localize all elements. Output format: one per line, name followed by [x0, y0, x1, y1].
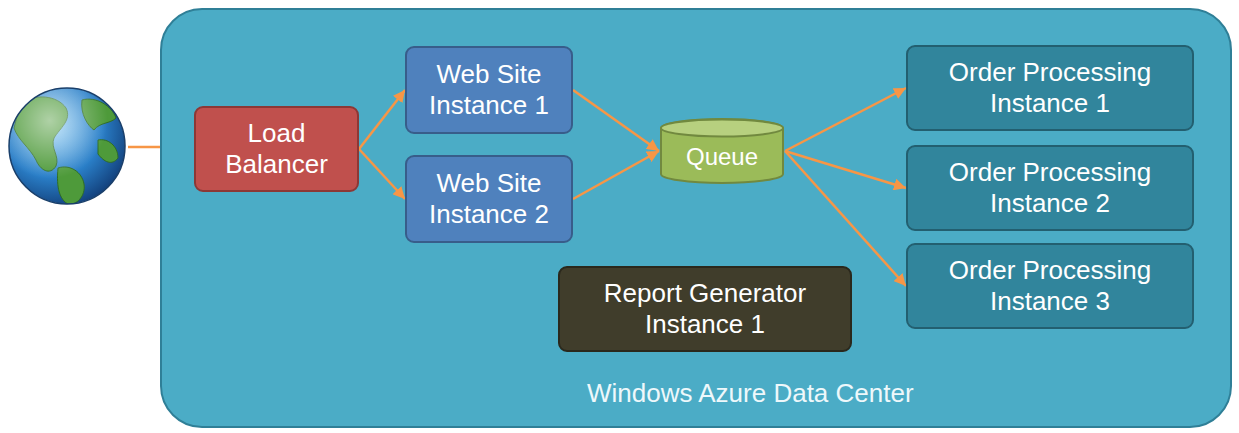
web-site-box: Web Site Instance 2 [405, 155, 573, 243]
order-processing-box: Order Processing Instance 3 [906, 243, 1194, 329]
order-processing-box: Order Processing Instance 1 [906, 45, 1194, 131]
order-processing-box: Order Processing Instance 2 [906, 145, 1194, 231]
web-site-box: Web Site Instance 1 [405, 46, 573, 134]
node-label: Web Site Instance 1 [417, 59, 561, 120]
region-label: Windows Azure Data Center [587, 378, 914, 409]
node-label: Queue [686, 143, 758, 171]
queue-cylinder: Queue [659, 118, 785, 184]
node-label: Load Balancer [206, 118, 347, 179]
report-generator-box: Report Generator Instance 1 [558, 266, 852, 352]
node-label: Order Processing Instance 1 [918, 57, 1182, 118]
load-balancer-box: Load Balancer [194, 106, 359, 192]
arrow-connector [573, 151, 659, 199]
arrow-connector [785, 88, 906, 151]
node-label: Web Site Instance 2 [417, 168, 561, 229]
node-label: Order Processing Instance 2 [918, 157, 1182, 218]
data-center-region: Windows Azure Data CenterLoad BalancerWe… [160, 8, 1232, 428]
arrow-connector [573, 90, 659, 151]
arrow-connector [359, 149, 405, 199]
node-label: Report Generator Instance 1 [570, 278, 840, 339]
arrow-connector [359, 90, 405, 149]
node-label: Order Processing Instance 3 [918, 255, 1182, 316]
